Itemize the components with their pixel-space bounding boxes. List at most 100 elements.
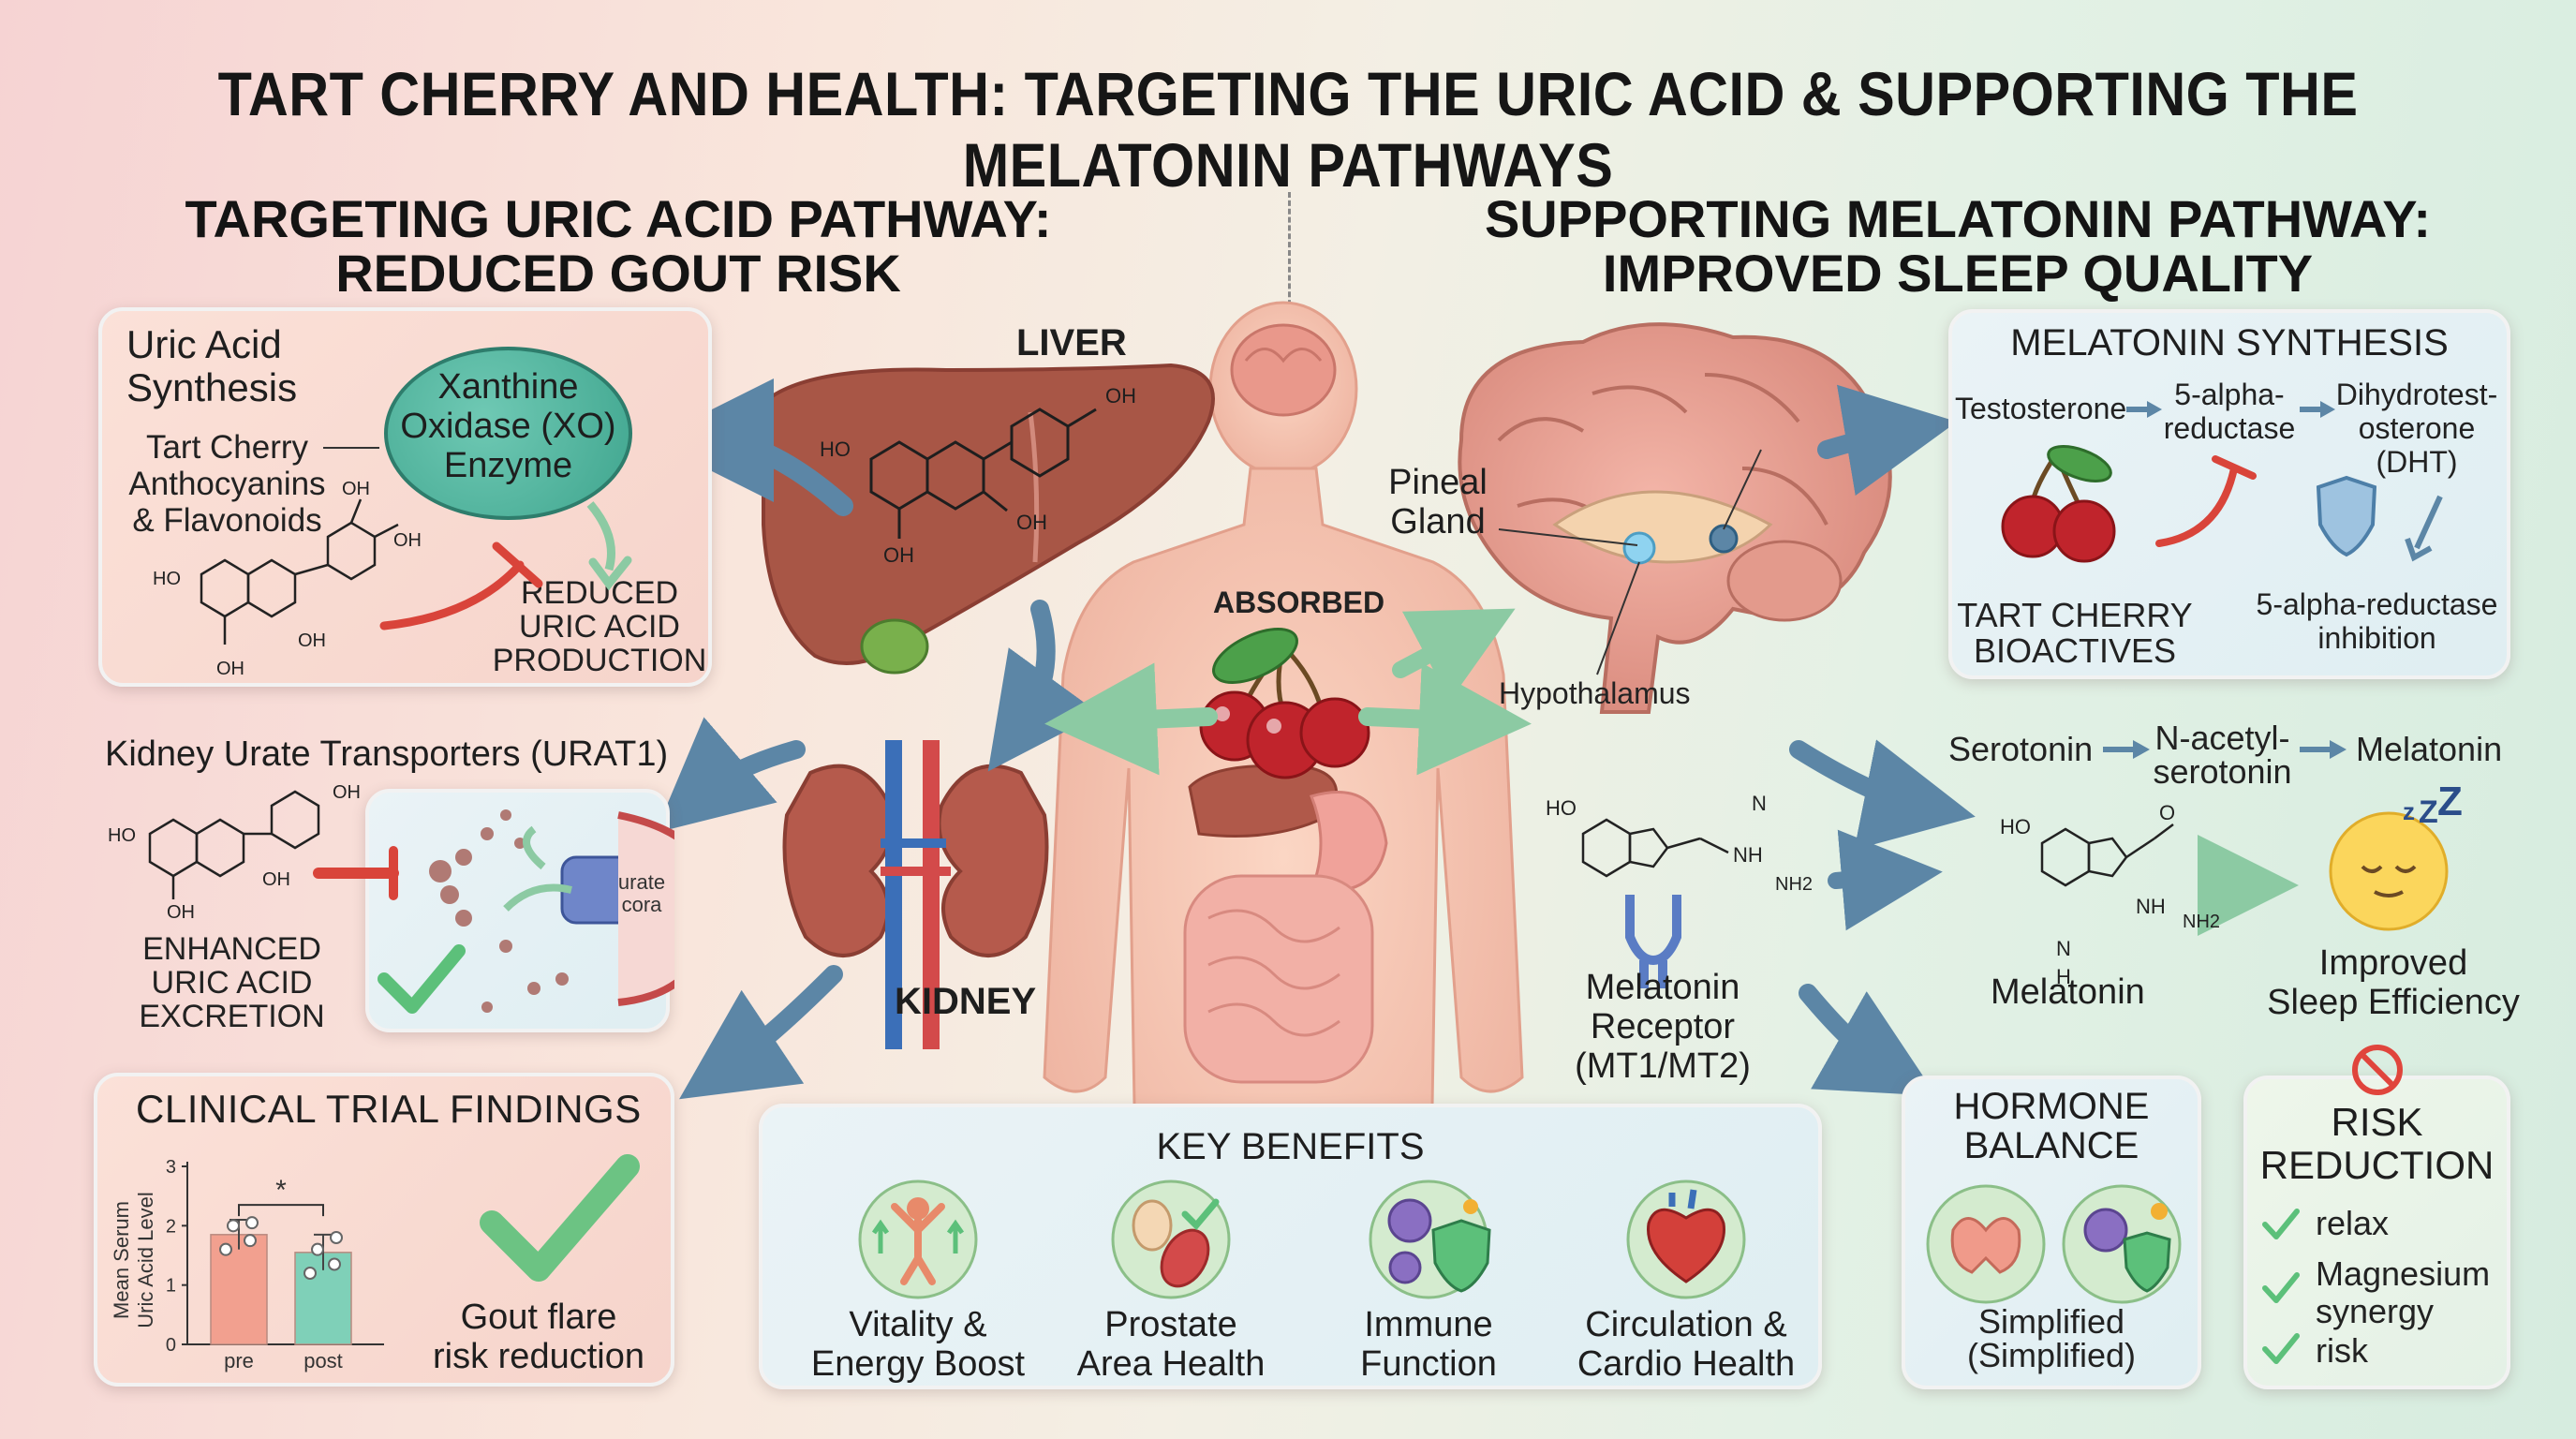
risk-reduction-panel (2243, 1076, 2510, 1389)
syn-molecule-oh-1: OH (216, 659, 244, 679)
hormone-title-line2: BALANCE (1963, 1125, 2139, 1166)
benefit-vitality: Vitality & Energy Boost (792, 1305, 1044, 1384)
vitality-icon (858, 1179, 978, 1299)
liver-molecule-oh-1: OH (883, 543, 914, 567)
uric-acid-synthesis-label: Uric Acid Synthesis (126, 323, 297, 409)
receptor-line3: (MT1/MT2) (1575, 1046, 1751, 1086)
gout-line2: risk reduction (433, 1337, 644, 1376)
rec-molecule-nh2: NH2 (1775, 874, 1813, 895)
testosterone-label: Testosterone (1955, 392, 2127, 425)
right-heading-line2: IMPROVED SLEEP QUALITY (1602, 244, 2314, 303)
syn-molecule-oh-4: OH (393, 530, 422, 551)
chart-point-post (303, 1267, 317, 1280)
mel-molecule-o: O (2159, 801, 2175, 824)
liver-molecule-ho: HO (820, 438, 851, 461)
tart-cherry-compounds-label: Tart Cherry Anthocyanins & Flavonoids (112, 429, 342, 539)
chart-point-pre (219, 1242, 232, 1256)
sleep-z-small: z (2403, 797, 2415, 825)
risk-item2-line2: synergy (2316, 1292, 2435, 1330)
xanthine-oxidase-bubble (384, 347, 632, 520)
risk-item-magnesium: Magnesium synergy (2316, 1255, 2490, 1330)
enzyme-line3: Enzyme (443, 446, 573, 485)
rec-molecule-nh: NH (1733, 843, 1763, 867)
bioactives-line1: TART CHERRY (1957, 596, 2193, 634)
synthesis-label-line2: Synthesis (126, 365, 298, 409)
risk-title-line1: RISK (2331, 1100, 2423, 1144)
reduced-uric-acid-label: REDUCED URIC ACID PRODUCTION (487, 576, 712, 677)
urate-transport-graphics: HO OH OH OH (108, 782, 674, 1014)
inhibition-line1: 5-alpha-reductase (2256, 587, 2498, 621)
cherry-compounds-line2: Anthocyanins (128, 466, 326, 502)
key-benefits-title: KEY BENEFITS (1156, 1126, 1425, 1167)
chart-point-post (311, 1242, 324, 1256)
hormone-title-line1: HORMONE (1953, 1086, 2150, 1127)
risk-item-relax: relax (2316, 1204, 2390, 1242)
pineal-gland-label: Pineal Gland (1377, 463, 1499, 541)
prostate-icon (1111, 1179, 1231, 1299)
right-section-heading: SUPPORTING MELATONIN PATHWAY: IMPROVED S… (1461, 192, 2454, 301)
benefit-immune-line1: Immune (1364, 1305, 1493, 1344)
cherry-compounds-line1: Tart Cherry (145, 429, 309, 466)
channel-line1: urate (617, 870, 666, 894)
kidney-illustration (782, 740, 1049, 1049)
risk-reduction-title: RISK REDUCTION (2243, 1101, 2510, 1187)
reduced-line1: REDUCED (520, 575, 679, 611)
liver-label: LIVER (1016, 322, 1127, 363)
acetyl-line2: serotonin (2153, 752, 2292, 791)
xanthine-oxidase-label: Xanthine Oxidase (XO) Enzyme (384, 367, 632, 485)
mel-molecule-ho: HO (2000, 815, 2031, 838)
pathway-melatonin-label: Melatonin (2356, 730, 2503, 768)
left-section-heading: TARGETING URIC ACID PATHWAY: REDUCED GOU… (141, 192, 1096, 301)
synthesis-label-line1: Uric Acid (126, 322, 282, 366)
cherry-illustration (1199, 628, 1370, 779)
dht-line1: Dihydrotest- (2335, 378, 2498, 411)
risk-item-risk: risk (2316, 1331, 2368, 1370)
serotonin-label: Serotonin (1948, 730, 2094, 768)
chart-point-post (330, 1231, 343, 1244)
enzyme-line2: Oxidase (XO) (400, 407, 616, 446)
enhanced-line2: URIC ACID (151, 965, 313, 1001)
melatonin-receptor-label: Melatonin Receptor (MT1/MT2) (1546, 968, 1780, 1086)
left-heading-line2: REDUCED GOUT RISK (335, 244, 901, 303)
chart-ylabel-line2: Uric Acid Level (134, 1192, 157, 1328)
melatonin-molecule-label: Melatonin (1991, 972, 2145, 1012)
pathway-arrows (650, 378, 2299, 1100)
mel-molecule-n: N (2056, 937, 2071, 960)
melatonin-molecules: HO N NH NH2 HO O NH NH2 N H (1546, 792, 2220, 988)
kt-molecule-oh-3: OH (333, 782, 361, 803)
improved-sleep-label: Improved Sleep Efficiency (2243, 943, 2543, 1022)
syn-molecule-oh-3: OH (342, 479, 370, 499)
dht-line2: osterone (2358, 411, 2476, 445)
rec-molecule-ho: HO (1546, 796, 1577, 820)
kt-molecule-oh-2: OH (262, 869, 290, 890)
risk-check-icons (2262, 1209, 2300, 1364)
chart-ylabel-line1: Mean Serum (110, 1201, 133, 1319)
5-alpha-inhibition-label: 5-alpha-reductase inhibition (2243, 587, 2510, 655)
liver-illustration: HO OH OH OH (762, 363, 1215, 675)
sleep-line1: Improved (2318, 943, 2468, 983)
hormone-caption: Simplified (Simplified) (1902, 1305, 2201, 1372)
chart-point-post (328, 1257, 341, 1271)
chart-significance-star: * (275, 1175, 287, 1206)
sleep-z-mid: Z (2419, 794, 2438, 830)
kt-molecule-oh-1: OH (167, 902, 195, 923)
enzyme-r-line1: 5-alpha- (2174, 378, 2285, 411)
channel-line2: cora (621, 893, 662, 916)
chart-point-pre (245, 1216, 259, 1230)
risk-title-line2: REDUCTION (2259, 1143, 2495, 1187)
acetyl-line1: N-acetyl- (2154, 719, 2290, 757)
benefit-prostate-line1: Prostate (1104, 1305, 1237, 1344)
kidney-label: KIDNEY (895, 981, 1037, 1022)
sleep-face-icon: z Z Z (2329, 787, 2463, 931)
benefit-icons (858, 1179, 1746, 1299)
hypothalamus-label: Hypothalamus (1499, 676, 1691, 710)
5-alpha-reductase-label: 5-alpha- reductase (2159, 378, 2300, 445)
enzyme-r-line2: reductase (2163, 411, 2296, 445)
page-title: TART CHERRY AND HEALTH: TARGETING THE UR… (217, 59, 2359, 200)
benefit-prostate: Prostate Area Health (1044, 1305, 1297, 1384)
chart-point-pre (244, 1234, 257, 1248)
chart-point-pre (227, 1219, 240, 1233)
sleep-z-large: Z (2437, 787, 2463, 824)
pineal-line2: Gland (1390, 502, 1486, 541)
brain-illustration (1458, 322, 1892, 714)
